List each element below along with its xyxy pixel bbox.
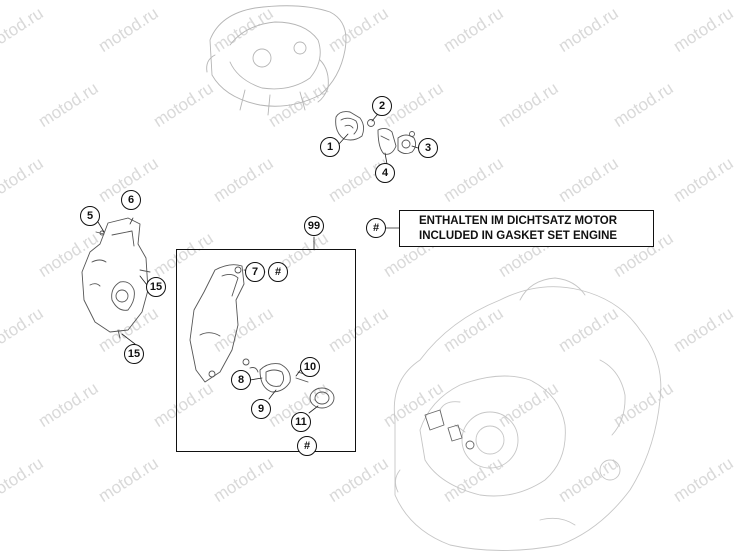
callout-15-upper: 15 xyxy=(146,277,166,297)
legend-gasket-mark: # xyxy=(366,218,386,238)
callout-6: 6 xyxy=(121,190,141,210)
legend-line-german: ENTHALTEN IM DICHTSATZ MOTOR xyxy=(419,214,618,227)
water-pump-cover xyxy=(189,264,245,383)
legend-box: ENTHALTEN IM DICHTSATZ MOTOR INCLUDED IN… xyxy=(399,210,654,247)
legend-line-english: INCLUDED IN GASKET SET ENGINE xyxy=(419,229,618,242)
engine-pump-mount xyxy=(424,409,475,450)
thermostat-assembly xyxy=(335,111,417,155)
callout-7: 7 xyxy=(245,262,265,282)
callout-10: 10 xyxy=(300,357,320,377)
callout-15-lower: 15 xyxy=(124,344,144,364)
callout-11: 11 xyxy=(291,412,311,432)
water-pump-internals xyxy=(242,358,335,409)
callout-3: 3 xyxy=(418,138,438,158)
callout-2: 2 xyxy=(372,96,392,116)
side-cover xyxy=(81,217,151,339)
engine-crankcase xyxy=(393,277,662,551)
callout-8: 8 xyxy=(231,370,251,390)
callout-11-gasket-mark: # xyxy=(297,436,317,456)
callout-5: 5 xyxy=(80,206,100,226)
callout-7-gasket-mark: # xyxy=(268,262,288,282)
gasket-kit-enclosure xyxy=(176,249,356,452)
upper-engine-housing xyxy=(206,5,347,116)
callout-99: 99 xyxy=(304,216,324,236)
callout-4: 4 xyxy=(375,163,395,183)
callout-9: 9 xyxy=(251,399,271,419)
callout-1: 1 xyxy=(320,137,340,157)
